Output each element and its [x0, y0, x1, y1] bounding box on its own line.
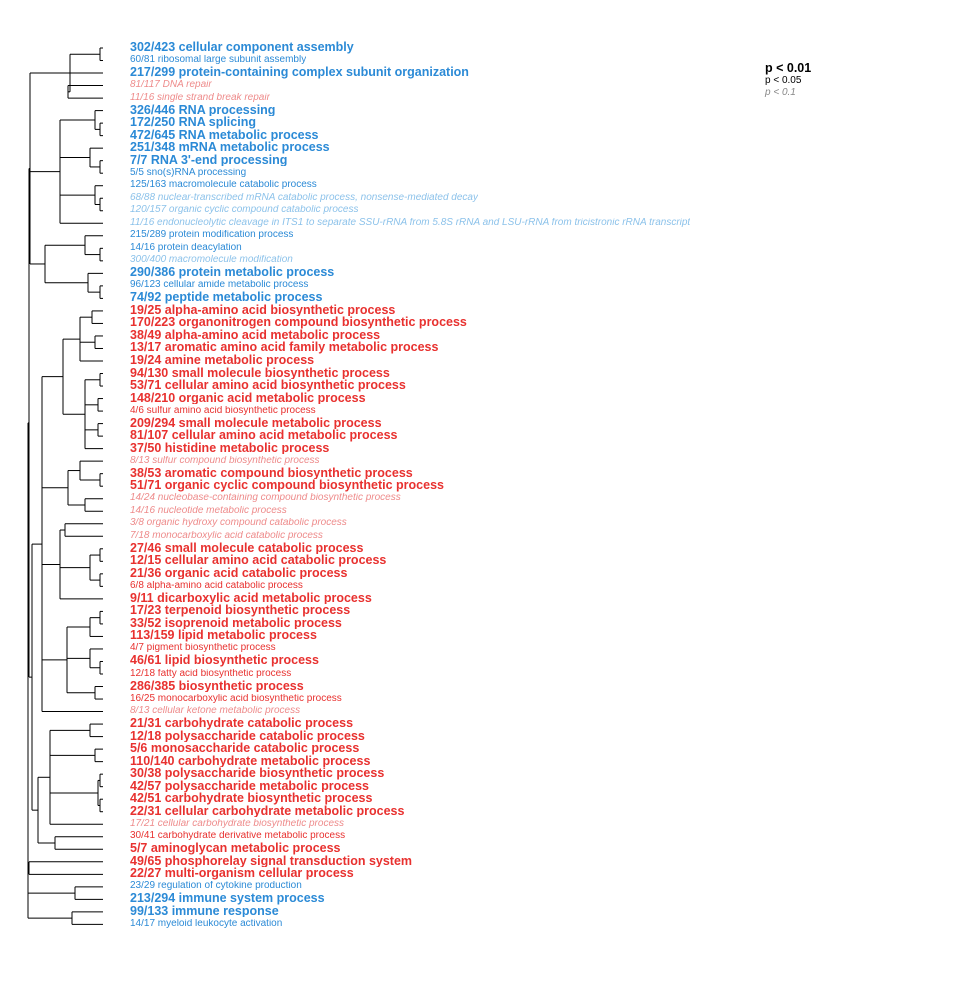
legend-weak: p < 0.1: [765, 86, 796, 98]
term-label: 8/13 sulfur compound biosynthetic proces…: [130, 455, 320, 466]
term-label: 94/130 small molecule biosynthetic proce…: [130, 366, 390, 380]
term-label: 472/645 RNA metabolic process: [130, 128, 319, 142]
term-label: 5/6 monosaccharide catabolic process: [130, 742, 360, 755]
term-label: 286/385 biosynthetic process: [130, 679, 304, 693]
term-label: 326/446 RNA processing: [130, 103, 276, 117]
legend: p < 0.01 p < 0.05 p < 0.1: [765, 61, 811, 98]
dendrogram: [27, 47, 103, 925]
term-label: 49/65 phosphorelay signal transduction s…: [130, 854, 413, 868]
term-label: 209/294 small molecule metabolic process: [130, 416, 382, 430]
term-label: 11/16 single strand break repair: [130, 92, 270, 103]
term-label: 110/140 carbohydrate metabolic process: [130, 754, 371, 768]
term-label: 217/299 protein-containing complex subun…: [130, 66, 469, 79]
term-label: 17/23 terpenoid biosynthetic process: [130, 604, 351, 617]
legend-strong: p < 0.01: [765, 61, 812, 75]
term-label: 46/61 lipid biosynthetic process: [130, 654, 319, 667]
term-label: 27/46 small molecule catabolic process: [130, 541, 364, 555]
term-label: 99/133 immune response: [130, 904, 279, 918]
term-label: 172/250 RNA splicing: [130, 116, 256, 129]
term-label: 14/17 myeloid leukocyte activation: [130, 918, 283, 929]
term-label: 5/7 aminoglycan metabolic process: [130, 842, 341, 855]
term-label: 4/7 pigment biosynthetic process: [130, 643, 276, 654]
term-label: 96/123 cellular amide metabolic process: [130, 280, 309, 291]
term-label: 23/29 regulation of cytokine production: [130, 881, 302, 892]
term-label: 290/386 protein metabolic process: [130, 266, 335, 279]
legend-mid: p < 0.05: [765, 75, 802, 87]
term-label: 7/18 monocarboxylic acid catabolic proce…: [130, 530, 323, 541]
term-label: 19/24 amine metabolic process: [130, 354, 315, 367]
term-label: 81/117 DNA repair: [130, 80, 212, 91]
term-label: 68/88 nuclear-transcribed mRNA catabolic…: [130, 192, 478, 203]
term-label: 42/51 carbohydrate biosynthetic process: [130, 792, 373, 805]
term-label: 170/223 organonitrogen compound biosynth…: [130, 316, 467, 329]
term-label: 51/71 organic cyclic compound biosynthet…: [130, 479, 444, 492]
term-label: 21/36 organic acid catabolic process: [130, 566, 348, 580]
term-label: 3/8 organic hydroxy compound catabolic p…: [130, 518, 347, 529]
term-label: 9/11 dicarboxylic acid metabolic process: [130, 591, 372, 605]
term-label: 5/5 sno(s)RNA processing: [130, 167, 247, 178]
term-label: 42/57 polysaccharide metabolic process: [130, 779, 370, 793]
term-label: 74/92 peptide metabolic process: [130, 291, 323, 304]
term-label: 6/8 alpha-amino acid catabolic process: [130, 580, 303, 591]
term-label: 215/289 protein modification process: [130, 230, 294, 241]
term-label: 33/52 isoprenoid metabolic process: [130, 616, 342, 630]
term-label: 21/31 carbohydrate catabolic process: [130, 717, 354, 730]
term-label: 30/41 carbohydrate derivative metabolic …: [130, 831, 346, 842]
term-label: 37/50 histidine metabolic process: [130, 441, 330, 455]
term-label: 125/163 macromolecule catabolic process: [130, 180, 317, 191]
term-label: 14/16 protein deacylation: [130, 242, 242, 253]
term-label: 22/27 multi-organism cellular process: [130, 867, 354, 880]
term-label: 53/71 cellular amino acid biosynthetic p…: [130, 379, 406, 392]
term-label: 7/7 RNA 3'-end processing: [130, 153, 288, 167]
term-label: 81/107 cellular amino acid metabolic pro…: [130, 429, 398, 442]
term-label: 12/15 cellular amino acid catabolic proc…: [130, 554, 387, 567]
term-label: 16/25 monocarboxylic acid biosynthetic p…: [130, 693, 342, 704]
term-label: 22/31 cellular carbohydrate metabolic pr…: [130, 804, 405, 818]
term-label: 113/159 lipid metabolic process: [130, 629, 317, 642]
term-label: 14/24 nucleobase-containing compound bio…: [130, 493, 401, 504]
term-label: 8/13 cellular ketone metabolic process: [130, 706, 301, 717]
term-label: 120/157 organic cyclic compound cataboli…: [130, 205, 359, 216]
term-label: 38/53 aromatic compound biosynthetic pro…: [130, 466, 413, 480]
term-label: 13/17 aromatic amino acid family metabol…: [130, 341, 439, 354]
term-label: 12/18 polysaccharide catabolic process: [130, 729, 365, 743]
term-label: 251/348 mRNA metabolic process: [130, 141, 330, 154]
term-label: 19/25 alpha-amino acid biosynthetic proc…: [130, 303, 396, 317]
term-label: 60/81 ribosomal large subunit assembly: [130, 55, 307, 66]
term-label: 300/400 macromolecule modification: [130, 255, 293, 266]
term-label: 302/423 cellular component assembly: [130, 41, 354, 54]
term-label: 17/21 cellular carbohydrate biosynthetic…: [130, 818, 345, 829]
term-label: 12/18 fatty acid biosynthetic process: [130, 668, 292, 679]
term-label: 213/294 immune system process: [130, 892, 325, 905]
term-label: 38/49 alpha-amino acid metabolic process: [130, 328, 381, 342]
term-label: 148/210 organic acid metabolic process: [130, 391, 366, 405]
term-label: 11/16 endonucleolytic cleavage in ITS1 t…: [130, 217, 691, 228]
term-label: 30/38 polysaccharide biosynthetic proces…: [130, 767, 385, 780]
term-label: 14/16 nucleotide metabolic process: [130, 505, 287, 516]
term-label: 4/6 sulfur amino acid biosynthetic proce…: [130, 405, 316, 416]
